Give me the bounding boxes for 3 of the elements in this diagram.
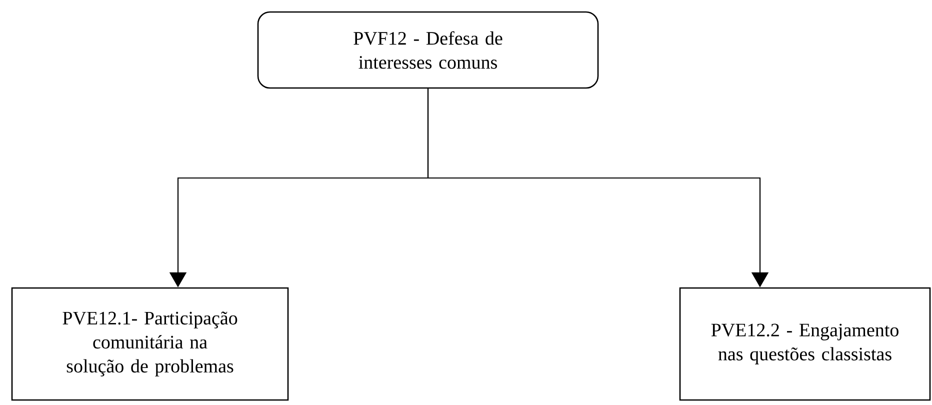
rounded-box: PVF12 - Defesa de interesses comuns [257,11,599,89]
process-box: PVE12.2 - Engajamento nas questões classistas [679,287,931,401]
process-box: PVE12.1- Participação comunitária na solução de problemas [11,287,289,401]
